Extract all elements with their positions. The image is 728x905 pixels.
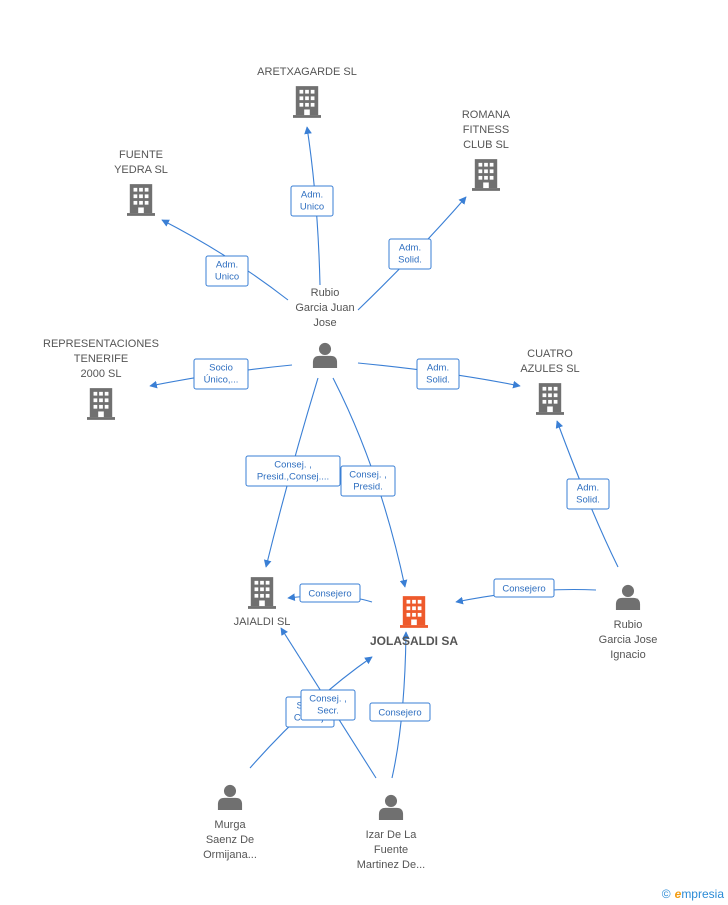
edge-labels-layer: Adm.UnicoAdm.UnicoAdm.Solid.SocioÚnico,.… [193, 185, 610, 728]
node-cuatro[interactable]: CUATRO AZULES SL [520, 348, 580, 415]
node-label: Garcia Jose [599, 634, 658, 646]
node-label: Ignacio [610, 649, 645, 661]
edge-label-rubio_ignacio-to-jaialdi[interactable]: Consejero [299, 583, 361, 603]
building-icon [472, 159, 500, 191]
node-label: Garcia Juan [295, 302, 354, 314]
edge-label-rubio_juan-to-aretxagarde[interactable]: Adm.Unico [290, 185, 334, 217]
copyright-symbol: © [661, 887, 671, 901]
edge-label-text: Unico [215, 272, 239, 283]
edge-label-rubio_ignacio-to-cuatro[interactable]: Adm.Solid. [566, 478, 610, 510]
edge-label-rubio_juan-to-representaciones[interactable]: SocioÚnico,... [193, 358, 249, 390]
node-label: JAIALDI SL [234, 616, 291, 628]
node-label: REPRESENTACIONES [43, 338, 159, 350]
edge-label-text: Único,... [204, 375, 239, 386]
edge-label-text: Adm. [427, 363, 449, 374]
node-label: Ormijana... [203, 849, 257, 861]
edge-label-text: Solid. [398, 255, 422, 266]
node-label: YEDRA SL [114, 164, 168, 176]
node-label: AZULES SL [520, 363, 579, 375]
building-icon [248, 577, 276, 609]
node-aretxagarde[interactable]: ARETXAGARDE SL [257, 66, 357, 118]
person-icon [312, 342, 338, 368]
edge-label-text: Adm. [301, 190, 323, 201]
edge-label-text: Presid.,Consej.... [257, 472, 329, 483]
building-icon [536, 383, 564, 415]
node-label: CLUB SL [463, 139, 509, 151]
node-label: JOLASALDI SA [370, 634, 458, 648]
person-icon [378, 794, 404, 820]
node-label: 2000 SL [81, 368, 122, 380]
person-icon [217, 784, 243, 810]
edge-label-text: Solid. [426, 375, 450, 386]
edge-label-text: Socio [209, 363, 233, 374]
node-label: CUATRO [527, 348, 573, 360]
node-label: Murga [214, 819, 246, 831]
edge-label-text: Secr. [317, 706, 339, 717]
brand-name: mpresia [681, 887, 724, 901]
edge-label-text: Consejero [502, 584, 545, 595]
edge-label-text: Presid. [353, 482, 383, 493]
building-icon [87, 388, 115, 420]
building-icon [293, 86, 321, 118]
node-label: ROMANA [462, 109, 511, 121]
edge-label-text: Adm. [216, 260, 238, 271]
node-label: Rubio [614, 619, 643, 631]
node-label: Saenz De [206, 834, 254, 846]
edge-label-rubio_juan-to-jolasaldi[interactable]: Consej. ,Presid. [340, 465, 396, 497]
node-label: Izar De La [366, 829, 418, 841]
node-romana[interactable]: ROMANA FITNESS CLUB SL [462, 109, 511, 191]
edge-label-text: Solid. [576, 495, 600, 506]
edge-label-izar-to-jaialdi[interactable]: Consej. ,Secr. [300, 689, 356, 721]
brand-logo[interactable]: ©empresia [662, 887, 724, 901]
edge-label-text: Consejero [378, 708, 421, 719]
node-representaciones[interactable]: REPRESENTACIONES TENERIFE 2000 SL [43, 338, 159, 420]
edge-label-rubio_juan-to-jaialdi[interactable]: Consej. ,Presid.,Consej.... [245, 455, 341, 487]
edge-label-rubio_ignacio-to-jolasaldi[interactable]: Consejero [493, 578, 555, 598]
node-label: Rubio [311, 287, 340, 299]
edge-label-rubio_juan-to-cuatro[interactable]: Adm.Solid. [416, 358, 460, 390]
node-jolasaldi[interactable]: JOLASALDI SA [370, 596, 458, 648]
edge-label-text: Adm. [399, 243, 421, 254]
nodes-layer: ARETXAGARDE SL ROMANA FITNESS CLUB SL FUENTE… [43, 66, 657, 871]
node-label: ARETXAGARDE SL [257, 66, 357, 78]
edge-label-text: Consej. , [274, 460, 312, 471]
node-label: Fuente [374, 844, 408, 856]
edge-label-rubio_juan-to-fuente[interactable]: Adm.Unico [205, 255, 249, 287]
node-label: TENERIFE [74, 353, 128, 365]
edge-label-text: Adm. [577, 483, 599, 494]
edge-label-rubio_juan-to-romana[interactable]: Adm.Solid. [388, 238, 432, 270]
node-jaialdi[interactable]: JAIALDI SL [234, 577, 291, 628]
node-label: FUENTE [119, 149, 163, 161]
person-icon [615, 584, 641, 610]
edge-label-text: Consej. , [309, 694, 347, 705]
edge-label-text: Consejero [308, 589, 351, 600]
building-icon [400, 596, 428, 628]
edge-label-text: Consej. , [349, 470, 387, 481]
node-label: Jose [313, 317, 336, 329]
node-fuente[interactable]: FUENTE YEDRA SL [114, 149, 168, 216]
edges-layer [149, 126, 619, 779]
edge-label-izar-to-jolasaldi[interactable]: Consejero [369, 702, 431, 722]
building-icon [127, 184, 155, 216]
node-label: FITNESS [463, 124, 509, 136]
brand-initial: e [674, 887, 682, 901]
node-label: Martinez De... [357, 859, 425, 871]
edge-label-text: Unico [300, 202, 324, 213]
